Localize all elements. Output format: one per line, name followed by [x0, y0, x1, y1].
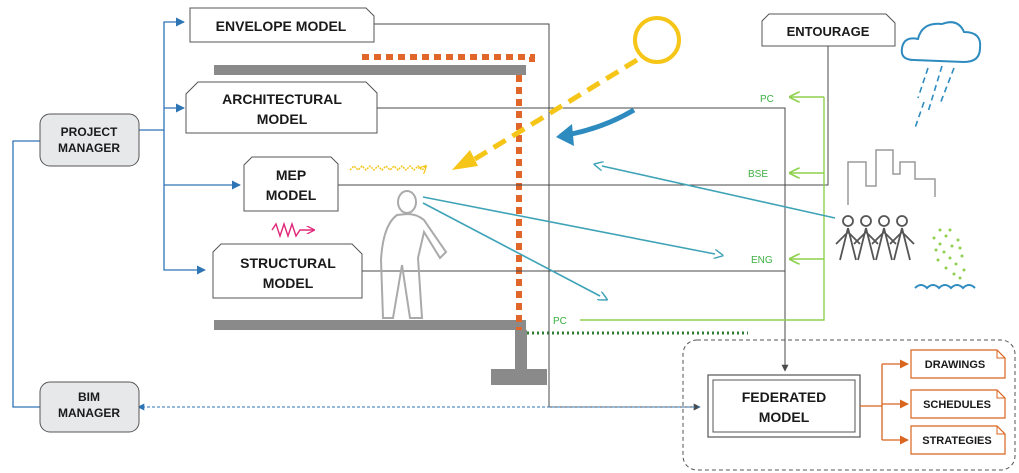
label-pc-bottom: PC: [553, 316, 567, 327]
architectural-model-label-1: ARCHITECTURAL: [222, 91, 342, 107]
roof-slab: [214, 65, 526, 75]
floor-slab: [214, 320, 526, 330]
wind-arrow-head-icon: [556, 124, 574, 146]
architectural-model-label-2: MODEL: [257, 111, 308, 127]
output-strategies-label: STRATEGIES: [922, 435, 991, 447]
output-schedules-label: SCHEDULES: [923, 399, 991, 411]
interaction-arrows: [422, 166, 836, 296]
column-footing: [491, 369, 547, 385]
mep-model-label-1: MEP: [276, 167, 306, 183]
rain-icon: [914, 65, 955, 129]
bim-manager-node[interactable]: BIM MANAGER: [39, 381, 140, 433]
cloud-icon: [900, 21, 982, 64]
structural-model-node[interactable]: STRUCTURAL MODEL: [212, 243, 363, 299]
output-drawings[interactable]: DRAWINGS: [910, 349, 1006, 379]
bim-manager-label-2: MANAGER: [58, 406, 120, 420]
project-manager-label-2: MANAGER: [58, 141, 120, 155]
federated-region: [682, 339, 1016, 471]
skyline-icon: [847, 149, 936, 205]
envelope-model-label: ENVELOPE MODEL: [216, 18, 347, 34]
entourage-label: ENTOURAGE: [787, 24, 870, 39]
people-group-icon: [835, 215, 915, 261]
label-bse: BSE: [748, 169, 768, 180]
federated-model-label-1: FEDERATED: [742, 389, 827, 405]
water-wave-icon: [914, 284, 976, 290]
project-manager-node[interactable]: PROJECT MANAGER: [39, 113, 140, 167]
bim-manager-label-1: BIM: [78, 390, 100, 404]
column: [515, 330, 527, 370]
output-schedules[interactable]: SCHEDULES: [910, 389, 1006, 419]
envelope-outline: [362, 54, 535, 330]
federated-model-label-2: MODEL: [759, 409, 810, 425]
sun-icon: [633, 16, 681, 64]
envelope-model-node[interactable]: ENVELOPE MODEL: [189, 7, 375, 43]
output-strategies[interactable]: STRATEGIES: [910, 425, 1006, 455]
sun-ray-head-icon: [452, 150, 478, 170]
mep-model-node[interactable]: MEP MODEL: [243, 156, 339, 212]
vegetation-icon: [932, 228, 966, 280]
mep-model-label-2: MODEL: [266, 187, 317, 203]
solar-heat-wave-icon: [349, 166, 426, 170]
occupant-icon: [379, 190, 448, 319]
entourage-green-lines: [580, 97, 825, 321]
project-manager-label-1: PROJECT: [61, 125, 118, 139]
output-connectors: [860, 359, 909, 445]
pm-connectors: [12, 17, 241, 408]
label-pc-top: PC: [760, 94, 774, 105]
sun-ray: [468, 57, 639, 165]
output-drawings-label: DRAWINGS: [925, 359, 986, 371]
structural-model-label-2: MODEL: [263, 275, 314, 291]
architectural-model-node[interactable]: ARCHITECTURAL MODEL: [185, 81, 378, 134]
entourage-node[interactable]: ENTOURAGE: [761, 13, 896, 47]
label-eng: ENG: [751, 255, 773, 266]
structural-model-label-1: STRUCTURAL: [240, 255, 336, 271]
model-connectors: [338, 23, 829, 411]
federated-model-node[interactable]: FEDERATED MODEL: [707, 374, 861, 438]
heat-zigzag-icon: [271, 221, 314, 239]
